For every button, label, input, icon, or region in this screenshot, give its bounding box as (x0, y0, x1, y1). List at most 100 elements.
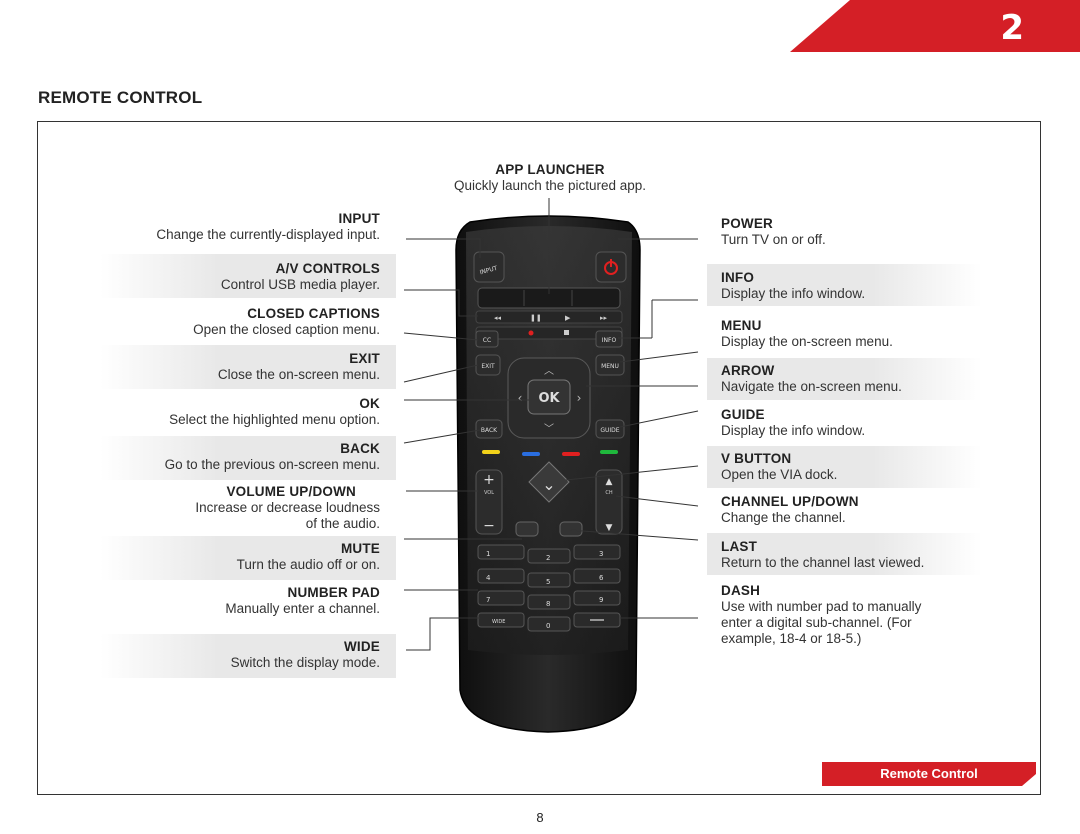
label-app-launcher: APP LAUNCHER Quickly launch the pictured… (400, 162, 700, 194)
svg-text:◂◂: ◂◂ (494, 314, 502, 322)
label-exit: EXIT Close the on-screen menu. (218, 351, 380, 383)
svg-text:+: + (483, 472, 495, 488)
label-desc: Turn TV on or off. (721, 232, 826, 247)
label-channel: CHANNEL UP/DOWN Change the channel. (721, 494, 859, 526)
svg-text:⌄: ⌄ (542, 475, 555, 494)
label-desc: Change the currently-displayed input. (156, 227, 380, 242)
key-7: 7 (486, 596, 490, 604)
wide-key-label: WIDE (492, 619, 505, 625)
shade-band (707, 264, 982, 306)
label-desc: Go to the previous on-screen menu. (164, 457, 380, 472)
key-4: 4 (486, 574, 491, 582)
label-desc: Navigate the on-screen menu. (721, 379, 902, 394)
shade-band (100, 634, 396, 678)
back-key-label: BACK (481, 427, 498, 434)
label-heading: A/V CONTROLS (275, 261, 380, 276)
guide-key-label: GUIDE (600, 427, 619, 434)
label-desc: Close the on-screen menu. (217, 367, 380, 382)
key-9: 9 (599, 596, 603, 604)
label-desc: Display the info window. (721, 423, 866, 438)
svg-text:›: › (577, 391, 582, 405)
label-heading: POWER (721, 216, 774, 231)
chapter-tab (790, 0, 1080, 52)
shade-band (100, 536, 396, 580)
label-desc: Open the VIA dock. (721, 467, 838, 482)
label-desc: Display the info window. (721, 286, 866, 301)
shade-band (707, 533, 982, 575)
label-arrow: ARROW Navigate the on-screen menu. (721, 363, 902, 395)
ok-key-label: OK (538, 391, 560, 406)
svg-text:▸▸: ▸▸ (600, 314, 608, 322)
label-volume: VOLUME UP/DOWN Increase or decrease loud… (195, 484, 380, 532)
label-last: LAST Return to the channel last viewed. (721, 539, 924, 571)
svg-text:‹: ‹ (518, 391, 523, 405)
exit-key-label: EXIT (481, 363, 495, 370)
shade-band (100, 254, 396, 298)
chapter-number: 2 (1000, 8, 1024, 48)
label-heading: CLOSED CAPTIONS (247, 306, 380, 321)
label-desc: enter a digital sub-channel. (For (721, 615, 912, 630)
svg-text:︿: ︿ (544, 366, 554, 377)
key-3: 3 (599, 550, 603, 558)
label-wide: WIDE Switch the display mode. (231, 639, 380, 671)
key-0: 0 (546, 622, 550, 630)
label-desc: Select the highlighted menu option. (169, 412, 380, 427)
key-1: 1 (486, 550, 490, 558)
label-menu: MENU Display the on-screen menu. (721, 318, 893, 350)
label-heading: VOLUME UP/DOWN (226, 484, 356, 499)
svg-text:❚❚: ❚❚ (530, 314, 542, 322)
svg-text:▶: ▶ (565, 314, 571, 322)
footer-tab-label: Remote Control (880, 766, 978, 781)
label-guide: GUIDE Display the info window. (721, 407, 865, 439)
label-heading: BACK (340, 441, 380, 456)
label-info: INFO Display the info window. (721, 270, 865, 302)
label-mute: MUTE Turn the audio off or on. (237, 541, 380, 573)
shade-band (707, 446, 982, 488)
vol-key-label: VOL (484, 490, 494, 496)
key-5: 5 (546, 578, 550, 586)
label-heading: MUTE (340, 541, 380, 556)
label-back: BACK Go to the previous on-screen menu. (165, 441, 380, 473)
label-heading: OK (359, 396, 380, 411)
content-frame (37, 121, 1041, 795)
label-desc: Use with number pad to manually (721, 599, 922, 614)
label-heading: INFO (721, 270, 755, 285)
label-desc: Increase or decrease loudness (195, 500, 380, 515)
label-desc: Display the on-screen menu. (721, 334, 893, 349)
label-desc: of the audio. (305, 516, 380, 531)
svg-text:﹀: ﹀ (544, 423, 554, 435)
svg-text:▲: ▲ (606, 477, 613, 487)
label-av-controls: A/V CONTROLS Control USB media player. (221, 261, 380, 293)
label-closed-captions: CLOSED CAPTIONS Open the closed caption … (193, 306, 380, 338)
label-power: POWER Turn TV on or off. (721, 216, 826, 248)
label-heading: GUIDE (721, 407, 765, 422)
label-desc: Control USB media player. (220, 277, 380, 292)
label-input: INPUT Change the currently-displayed inp… (156, 211, 380, 243)
label-desc: Open the closed caption menu. (193, 322, 380, 337)
page-number: 8 (536, 810, 544, 825)
shade-band (100, 345, 396, 389)
label-heading: INPUT (338, 211, 380, 226)
label-heading: DASH (721, 583, 761, 598)
label-heading: LAST (721, 539, 758, 554)
key-6: 6 (599, 574, 604, 582)
input-key-label: INPUT (479, 265, 498, 276)
label-desc: Manually enter a channel. (225, 601, 380, 616)
label-number-pad: NUMBER PAD Manually enter a channel. (225, 585, 380, 617)
shade-band (100, 436, 396, 480)
label-dash: DASH Use with number pad to manually ent… (721, 583, 921, 647)
cc-key-label: CC (483, 337, 491, 344)
key-8: 8 (546, 600, 550, 608)
label-heading: V BUTTON (721, 451, 792, 466)
svg-text:−: − (483, 518, 495, 534)
label-desc: Switch the display mode. (230, 655, 380, 670)
info-key-label: INFO (602, 337, 617, 344)
footer-tab (822, 762, 1036, 786)
label-heading: ARROW (721, 363, 775, 378)
label-desc: Turn the audio off or on. (236, 557, 380, 572)
label-heading: WIDE (343, 639, 380, 654)
label-desc: Quickly launch the pictured app. (453, 178, 647, 193)
ch-key-label: CH (605, 490, 612, 496)
label-v-button: V BUTTON Open the VIA dock. (721, 451, 837, 483)
